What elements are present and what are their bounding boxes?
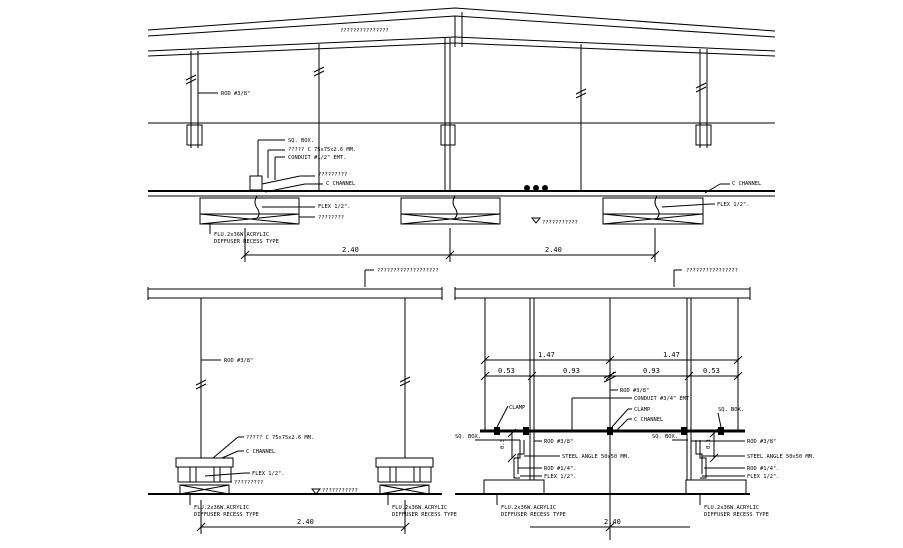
roof-rafter-outer — [147, 7, 776, 32]
dimension-value: 0.53 — [498, 367, 515, 375]
bottom-left-section: ??????????????????? ROD #3/8" ????? C 75… — [147, 268, 457, 534]
conduit-symbol — [524, 185, 530, 191]
dimension-value: 1.47 — [538, 351, 555, 359]
sq-box-label: SQ. BOX. — [288, 138, 314, 144]
luminaire — [199, 195, 300, 225]
flex-right-label: FLEX 1/2". — [717, 202, 749, 208]
ridge-label: ??????????????? — [340, 28, 389, 34]
luminaire — [375, 457, 434, 495]
c-channel-label: C CHANNEL — [246, 449, 275, 455]
unreadable-label: ???????? — [318, 215, 344, 221]
c-channel-label: C CHANNEL — [326, 181, 355, 187]
flex-label: FLEX 1/2". — [544, 474, 576, 480]
ceiling-level-marker — [530, 217, 542, 224]
rod-label: ROD #3/8" — [224, 358, 253, 364]
c-channel-label: C CHANNEL — [634, 417, 663, 423]
dimension-value: 0.93 — [563, 367, 580, 375]
clamp-label: CLAMP — [634, 407, 650, 413]
section-title-label: ???????????????? — [686, 268, 738, 274]
dimension-value: 0.3 — [500, 439, 506, 449]
luminaire — [685, 479, 747, 495]
rod-label: ROD #1/4". — [544, 466, 576, 472]
c-channel-right-label: C CHANNEL — [732, 181, 761, 187]
sq-box-label: SQ. BOX. — [718, 407, 744, 413]
rod-label: ROD #3/8" — [620, 388, 649, 394]
bottom-right-section: ???????????????? 1.47 1.47 0.53 0.93 0.9… — [454, 268, 815, 540]
steel-angle-label: STEEL ANGLE 50x50 MM. — [747, 454, 815, 460]
diffuser-label-line2: DIFFUSER RECESS TYPE — [704, 512, 769, 518]
dimension-value: 2.40 — [545, 246, 562, 254]
flex-label: FLEX 1/2". — [318, 204, 350, 210]
section-title-label: ??????????????????? — [377, 268, 439, 274]
diffuser-label-line1: FLU.2x36W.ACRYLIC — [194, 505, 249, 511]
conduit-label: CONDUIT #3/4" EMT. — [634, 396, 692, 402]
dimension-value: 2.40 — [342, 246, 359, 254]
purlin-line-2 — [147, 42, 456, 57]
dimension-value: 2.40 — [604, 518, 621, 526]
unreadable-label: ????????? — [318, 172, 347, 178]
luminaire — [400, 195, 501, 225]
sq-box-label: SQ. BOX. — [652, 434, 678, 440]
diffuser-label-line1: FLU.2x36W.ACRYLIC — [704, 505, 759, 511]
flex-label: FLEX 1/2". — [252, 471, 284, 477]
dimension-value: 0.53 — [703, 367, 720, 375]
dimension-value: 2.40 — [297, 518, 314, 526]
luminaire — [483, 479, 545, 495]
ceiling-level-marker — [310, 488, 322, 495]
diffuser-label-line1: FLU.2x36W.ACRYLIC — [501, 505, 556, 511]
rod-label: ROD #3/8" — [221, 91, 250, 97]
purlin-line-1 — [147, 36, 456, 52]
luminaire — [175, 457, 234, 495]
rod-label: ROD #3/8" — [747, 439, 776, 445]
steel-angle-label: STEEL ANGLE 50x50 MM. — [562, 454, 630, 460]
c-channel-spec-label: ????? C 75x75x2.6 MM. — [246, 435, 314, 441]
top-section: ??????????????? ROD #3/8" SQ. BOX. ?????… — [147, 7, 776, 262]
dimension-value: 1.47 — [663, 351, 680, 359]
diffuser-label-line1: FLU.2x36W.ACRYLIC — [214, 232, 269, 238]
clamp-label: CLAMP — [509, 405, 525, 411]
ceiling-label: ??????????? — [542, 220, 578, 226]
junction-box — [249, 175, 263, 191]
diffuser-label-line2: DIFFUSER RECESS TYPE — [392, 512, 457, 518]
ceiling-label: ??????????? — [322, 488, 358, 494]
rod-label: ROD #3/8" — [544, 439, 573, 445]
conduit-label: CONDUIT #1/2" EMT. — [288, 155, 346, 161]
diffuser-label-line2: DIFFUSER RECESS TYPE — [194, 512, 259, 518]
steel-angle — [699, 440, 707, 479]
c-channel-spec-label: ????? C 75x75x2.6 MM. — [288, 147, 356, 153]
flex-label: FLEX 1/2". — [747, 474, 779, 480]
dimension-value: 0.93 — [643, 367, 660, 375]
rod-label: ROD #1/4". — [747, 466, 779, 472]
steel-angle — [513, 440, 521, 479]
diffuser-label-line1: FLU.2x36W.ACRYLIC — [392, 505, 447, 511]
luminaire — [602, 195, 704, 225]
diffuser-label-line2: DIFFUSER RECESS TYPE — [501, 512, 566, 518]
unreadable-label: ????????? — [234, 480, 263, 486]
sq-box-label: SQ. BOX. — [455, 434, 481, 440]
dimension-value: 0.3 — [706, 439, 712, 449]
diffuser-label-line2: DIFFUSER RECESS TYPE — [214, 239, 279, 245]
